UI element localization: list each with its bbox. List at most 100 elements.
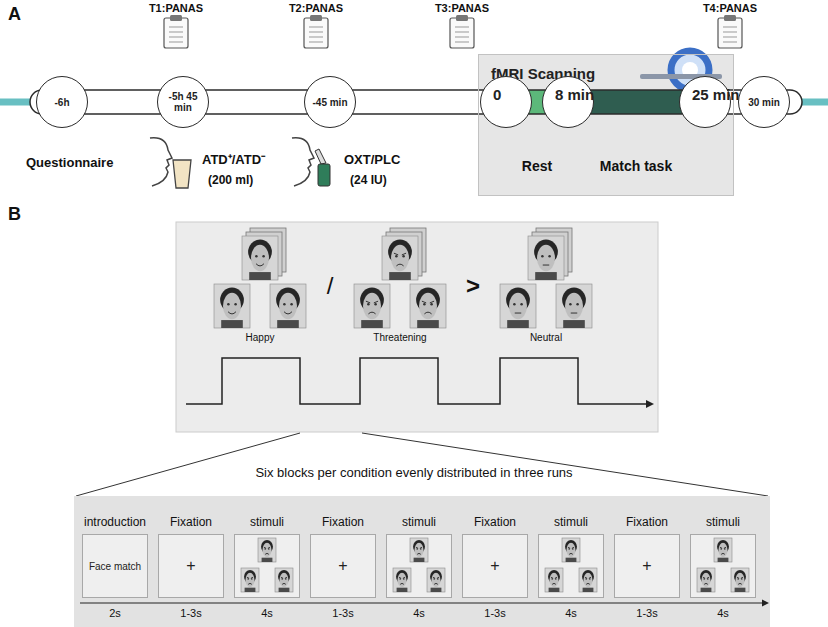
timepoint-circle: 25 min: [679, 76, 731, 128]
face-skin: [509, 293, 527, 319]
screen-frame: stimuli: [690, 534, 756, 598]
clipboard-line: [455, 37, 469, 38]
face-skin: [584, 573, 593, 587]
face-mouth: [569, 553, 573, 555]
phase-heading: Fixation: [603, 515, 691, 529]
face-mouth: [228, 312, 236, 314]
face-eye: [430, 303, 433, 306]
duration-label: 4s: [261, 607, 273, 620]
segment-border: [588, 113, 685, 115]
face-mouth: [265, 553, 269, 555]
face-brow: [433, 577, 435, 579]
phase-label: Match task: [600, 158, 672, 174]
face-mouth: [515, 313, 521, 314]
face-eye: [737, 578, 739, 580]
design-note: Six blocks per condition evenly distribu…: [255, 466, 572, 481]
face-brow: [399, 577, 401, 579]
clipboard-icon: [718, 18, 742, 48]
duration-label: 4s: [717, 607, 729, 620]
face-shoulders: [249, 272, 271, 280]
face-photo: [714, 538, 732, 562]
face-eye: [741, 578, 743, 580]
face-brow: [251, 577, 253, 579]
face-brow: [268, 547, 270, 549]
timeline-segment: [82, 90, 163, 114]
face-skin: [736, 573, 745, 587]
scan-panel: fMRI Scanning08 min25 min: [478, 54, 734, 196]
screen-text: +: [490, 557, 499, 575]
screen-frame: Fixation+: [614, 534, 680, 598]
phase-heading: Fixation: [451, 515, 539, 529]
face-eye: [251, 578, 253, 580]
face-mouth: [284, 312, 292, 314]
face-eye: [227, 303, 230, 306]
head-profile: [150, 138, 172, 186]
timeline-segment: [203, 90, 310, 114]
timepoint-circle: -45 min: [304, 76, 356, 128]
face-photo: [393, 568, 411, 592]
timepoint-circle: 30 min: [738, 76, 790, 128]
duration-label: 1-3s: [332, 607, 353, 620]
face-brow: [430, 301, 434, 303]
face-skin: [251, 245, 269, 271]
face-photo: [354, 284, 390, 328]
duration-label: 2s: [109, 607, 121, 620]
zoom-bracket: [362, 433, 768, 496]
treatment-label: OXT/PLC: [344, 153, 400, 168]
face-shoulders: [397, 588, 408, 592]
clipboard-icon: [164, 18, 188, 48]
face-brow: [555, 577, 557, 579]
face-eye: [268, 548, 270, 550]
face-shoulders: [221, 320, 243, 328]
face-photo: [579, 568, 597, 592]
screen-frame: stimuli: [386, 534, 452, 598]
face-eye: [247, 578, 249, 580]
face-shoulders: [701, 588, 712, 592]
face-skin: [702, 573, 711, 587]
duration-label: 4s: [565, 607, 577, 620]
segment-fill: [350, 90, 486, 114]
clipboard-clip: [170, 15, 182, 21]
face-skin: [719, 543, 728, 557]
face-skin: [565, 293, 583, 319]
face-brow: [437, 577, 439, 579]
face-brow: [568, 547, 570, 549]
condition-panel: [176, 222, 658, 432]
face-shoulders: [535, 272, 557, 280]
clipboard-line: [723, 27, 737, 28]
face-brow: [703, 577, 705, 579]
screen-text: Face match: [89, 561, 141, 572]
segment-border: [203, 89, 310, 91]
face-eye: [402, 255, 405, 258]
face-skin: [363, 293, 381, 319]
timepoint-circle: -5h 45 min: [157, 76, 209, 128]
face-brow: [572, 547, 574, 549]
segment-border: [82, 113, 163, 115]
face-skin: [223, 293, 241, 319]
face-eye: [423, 303, 426, 306]
face-eye: [399, 578, 401, 580]
clipboard-line: [455, 32, 469, 33]
waveform-arrowhead: [646, 400, 654, 408]
face-eye: [255, 255, 258, 258]
face-photo: [697, 568, 715, 592]
face-skin: [391, 245, 409, 271]
face-skin: [567, 543, 576, 557]
clipboard-line: [169, 32, 183, 33]
face-shoulders: [361, 320, 383, 328]
clipboard-line: [169, 37, 183, 38]
face-eye: [589, 578, 591, 580]
face-photo: [258, 538, 276, 562]
phase-label: Rest: [522, 158, 552, 174]
face-shoulders: [549, 588, 560, 592]
dose-label: (24 IU): [350, 174, 387, 188]
face-shoulders: [389, 272, 411, 280]
zoom-bracket: [76, 433, 300, 496]
timeline-segment: [588, 90, 685, 114]
face-shoulders: [431, 588, 442, 592]
face-mouth: [434, 583, 438, 585]
trial-strip: [74, 496, 770, 627]
clipboard-line: [723, 42, 737, 43]
face-eye: [568, 548, 570, 550]
